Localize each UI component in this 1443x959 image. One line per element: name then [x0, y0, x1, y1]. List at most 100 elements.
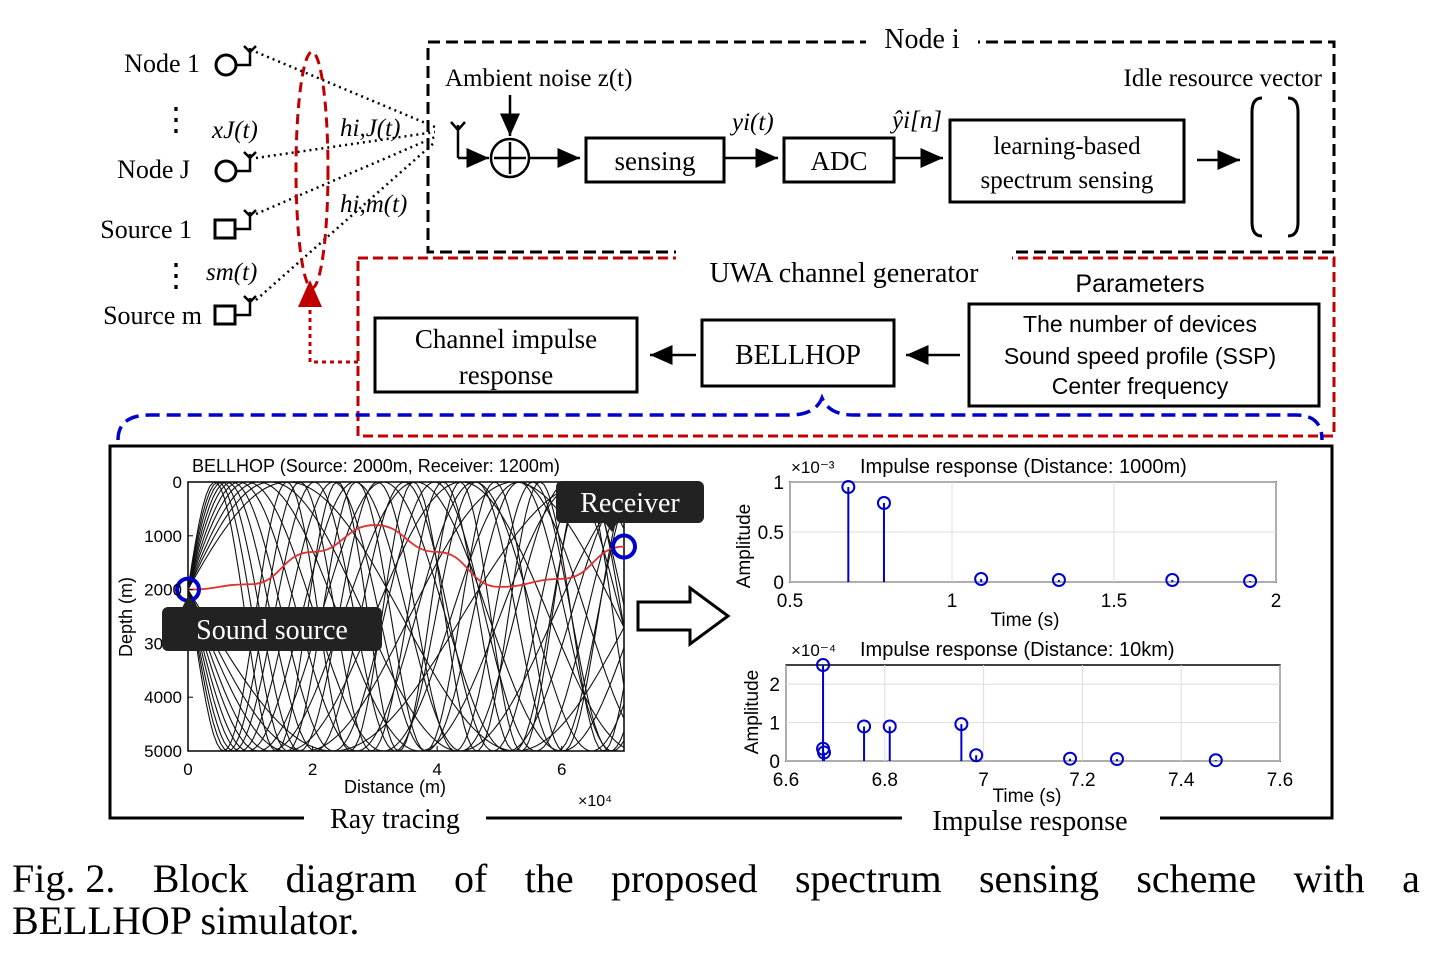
x-tick-label: 6.6	[773, 770, 799, 791]
caption-word: Block	[152, 856, 249, 901]
caption-word: scheme	[1136, 856, 1257, 901]
adder-icon	[489, 137, 531, 179]
ray-x-tick-label: 6	[557, 760, 566, 779]
ambient-noise-label: Ambient noise z(t)	[445, 65, 632, 92]
adc-box	[782, 136, 896, 184]
receiver-tag: Receiver	[556, 481, 704, 532]
ray-x-multiplier: ×10⁴	[578, 793, 612, 810]
transmitters: Node 1 ⋮ Node J Source 1 ⋮ Source m xJ(t…	[100, 45, 436, 330]
yhat-label: ŷi[n]	[889, 107, 942, 134]
caption-word: a	[1402, 856, 1420, 901]
param-ssp: Sound speed profile (SSP)	[1004, 343, 1276, 369]
impulse-chart-10km: ×10⁻⁴ Impulse response (Distance: 10km) …	[742, 639, 1293, 807]
ray-y-tick-label: 2000	[144, 581, 182, 600]
ir2-exponent: ×10⁻⁴	[791, 641, 836, 660]
caption-word: of	[454, 856, 488, 901]
feedback-arrow	[298, 280, 358, 364]
ray-y-tick-label: 5000	[144, 742, 182, 761]
source-tag-label: Sound source	[196, 615, 348, 646]
vector-bracket-icon	[1250, 96, 1300, 238]
ray-x-tick-label: 2	[308, 760, 317, 779]
x-tick-label: 7.2	[1069, 770, 1095, 791]
x-tick-label: 2	[1271, 591, 1282, 612]
ray-y-tick-label: 4000	[144, 688, 182, 707]
stem-marker	[1243, 574, 1258, 588]
ray-path	[187, 481, 625, 752]
caption-word: proposed	[610, 856, 758, 901]
ir1-stems	[841, 480, 1258, 588]
node1-antenna-icon	[214, 45, 257, 77]
ray-chart-title: BELLHOP (Source: 2000m, Receiver: 1200m)	[192, 456, 560, 476]
ir1-x-axis-label: Time (s)	[991, 610, 1060, 631]
simulation-panel: Ray tracing Impulse response BELLHOP (So…	[108, 444, 1334, 837]
caption-word: with	[1293, 856, 1365, 901]
ir2-plot-area	[785, 664, 1281, 762]
ray-tracing-label: Ray tracing	[330, 804, 460, 835]
stem-marker	[817, 745, 832, 760]
source1-antenna-icon	[213, 209, 257, 240]
ir2-x-axis-label: Time (s)	[993, 786, 1062, 807]
sourceM-antenna-icon	[213, 295, 257, 326]
param-frequency: Center frequency	[1052, 373, 1229, 399]
stem-marker	[857, 719, 872, 734]
x-tick-label: 7.6	[1267, 770, 1293, 791]
stem-marker	[974, 572, 989, 586]
ir1-y-axis-label: Amplitude	[734, 504, 755, 589]
result-arrow	[636, 585, 731, 647]
dotted-channel-links	[255, 50, 436, 301]
ray-lines	[187, 481, 625, 752]
ray-y-tick-label: 0	[173, 473, 182, 492]
idle-vector-label: Idle resource vector	[1124, 65, 1323, 92]
x-tick-label: 6.8	[872, 770, 898, 791]
receive-antenna-icon	[450, 121, 489, 168]
caption-word: spectrum	[794, 856, 942, 901]
ray-path	[187, 481, 625, 752]
param-devices: The number of devices	[1023, 311, 1257, 337]
caption-word: Fig. 2.	[12, 856, 116, 901]
y-tick-label: 0.5	[758, 523, 784, 544]
caption-line-2: BELLHOP simulator.	[12, 898, 360, 943]
ray-y-axis-label: Depth (m)	[116, 577, 136, 657]
yi-label: yi(t)	[729, 109, 774, 136]
caption-word: diagram	[285, 856, 417, 901]
bellhop-label: BELLHOP	[735, 340, 861, 371]
ray-tracing-chart: BELLHOP (Source: 2000m, Receiver: 1200m)…	[116, 456, 704, 810]
ray-x-axis-label: Distance (m)	[344, 777, 446, 797]
stem-marker	[1051, 573, 1066, 587]
signal-sm-label: sm(t)	[206, 259, 257, 286]
channel-ellipse	[294, 50, 330, 290]
y-tick-label: 1	[773, 473, 784, 494]
cir-line1: Channel impulse	[415, 324, 597, 354]
stem-marker	[1208, 753, 1223, 768]
ir2-title: Impulse response (Distance: 10km)	[860, 639, 1175, 661]
ray-path	[187, 481, 625, 752]
uwa-title: UWA channel generator	[710, 258, 980, 289]
sensing-label: sensing	[615, 146, 696, 176]
y-tick-label: 0	[773, 573, 784, 594]
y-tick-label: 1	[769, 714, 780, 735]
stem-marker	[1165, 573, 1180, 587]
source1-label: Source 1	[100, 215, 192, 244]
node1-label: Node 1	[124, 49, 200, 78]
uwa-block: UWA channel generator Parameters The num…	[298, 250, 1336, 438]
ray-path	[187, 481, 625, 752]
stem-marker	[876, 496, 891, 510]
nodeJ-label: Node J	[117, 155, 190, 184]
stem-marker	[1109, 752, 1124, 767]
ir1-title: Impulse response (Distance: 1000m)	[860, 456, 1187, 478]
learning-box	[948, 118, 1186, 204]
vertical-ellipsis-2: ⋮	[160, 257, 192, 293]
node-i-block: Node i Ambient noise z(t) sensing yi(t) …	[426, 24, 1336, 254]
vertical-ellipsis-1: ⋮	[160, 101, 192, 137]
x-tick-label: 7	[978, 770, 989, 791]
learning-line1: learning-based	[993, 133, 1141, 160]
x-tick-label: 1	[947, 591, 958, 612]
parameters-box	[967, 302, 1321, 408]
x-tick-label: 0.5	[777, 591, 803, 612]
cir-box	[373, 316, 639, 394]
caption-word: the	[524, 856, 574, 901]
